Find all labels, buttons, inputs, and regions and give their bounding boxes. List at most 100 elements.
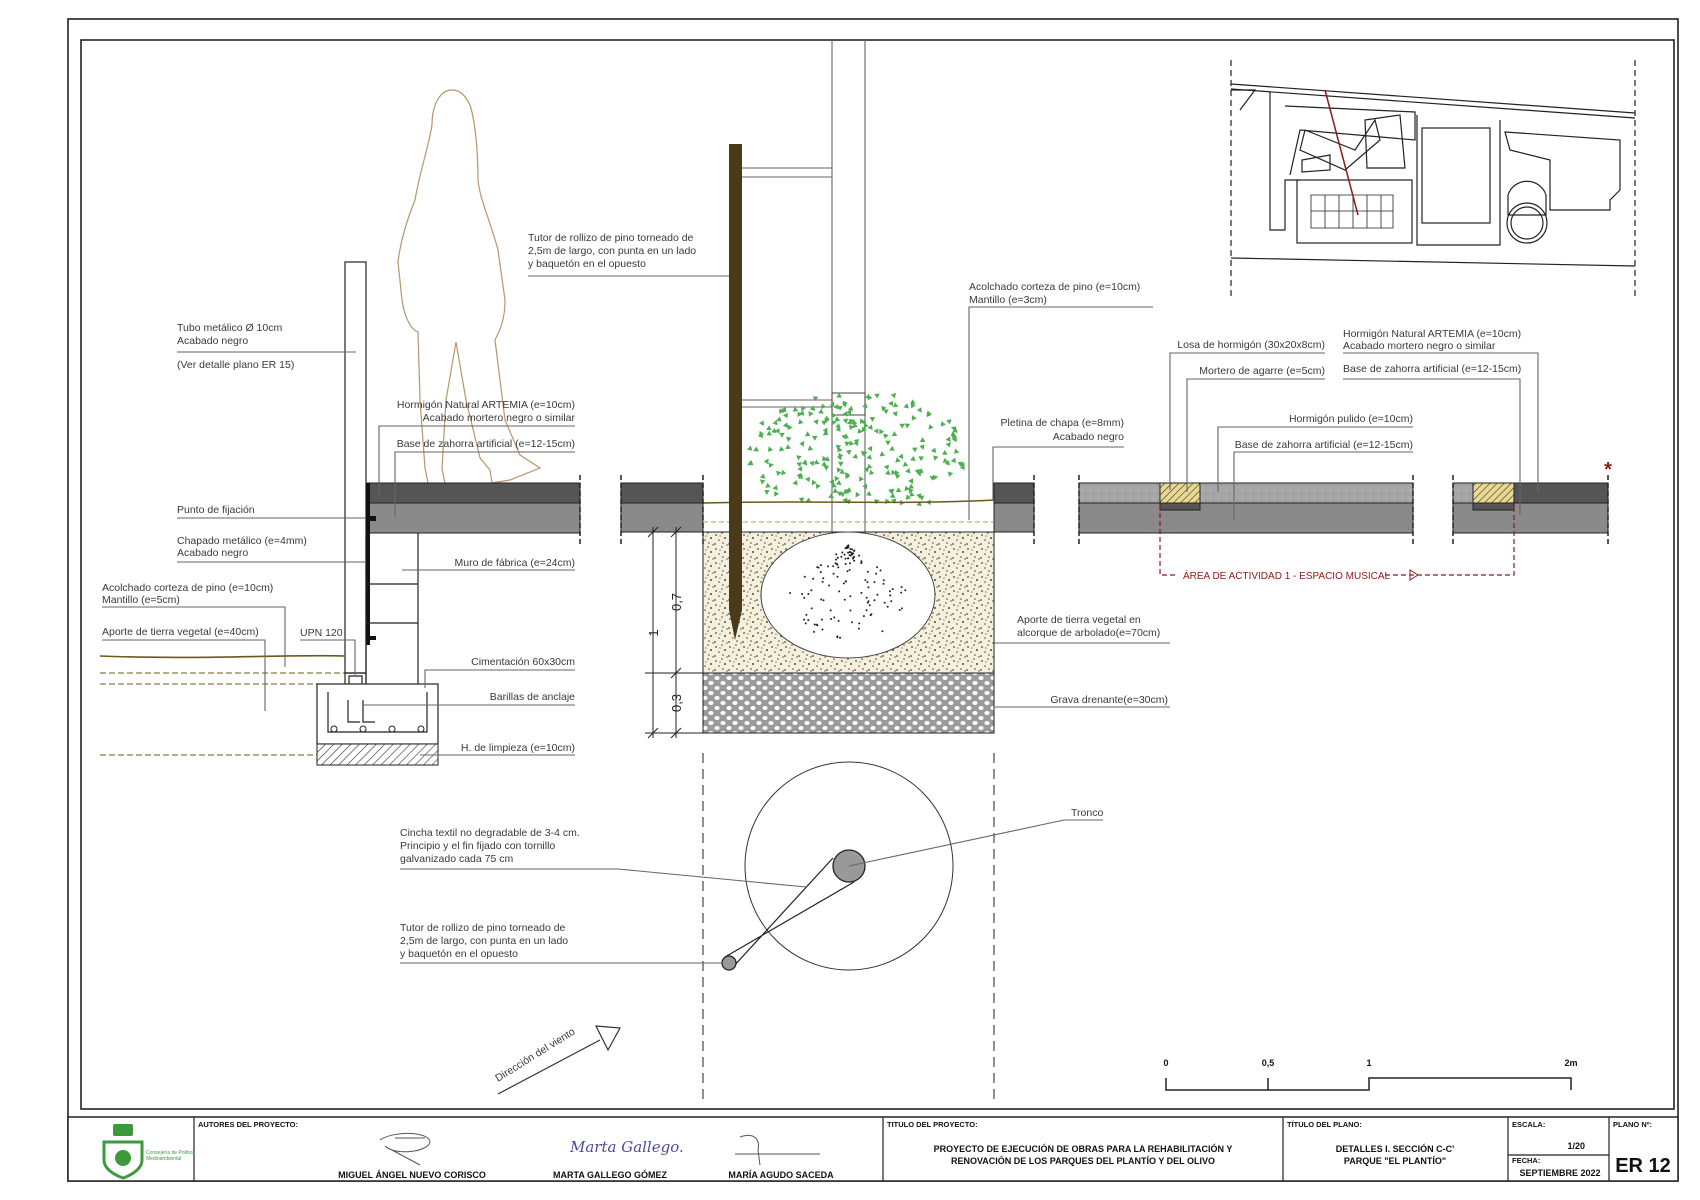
label-mortar: Mortero de agarre (e=5cm) — [1199, 365, 1325, 377]
foliage-leaf — [890, 393, 897, 399]
root-dot — [857, 627, 860, 630]
brick-wall — [365, 533, 419, 684]
root-dot — [832, 565, 835, 568]
label-concrete-finish: Acabado mortero negro o similar — [423, 412, 576, 424]
slab-left-base — [620, 502, 704, 533]
author-2: MARTA GALLEGO GÓMEZ — [553, 1169, 667, 1180]
label-base-right: Base de zahorra artificial (e=12-15cm) — [1343, 363, 1521, 375]
foliage-leaf — [951, 426, 957, 432]
label-strap-2: Principio y el fin fijado con tornillo — [400, 840, 555, 852]
foliage-leaf — [843, 433, 849, 439]
root-dot — [866, 581, 869, 584]
slab-right-top — [993, 482, 1035, 504]
root-dot — [876, 566, 878, 569]
scale-tick-05: 0,5 — [1262, 1058, 1275, 1068]
foliage-leaf — [808, 411, 814, 417]
label-mulch-2: Mantillo (e=5cm) — [102, 594, 180, 606]
foliage-leaf — [858, 476, 864, 482]
foliage-leaf — [846, 409, 852, 415]
label-plating-finish: Acabado negro — [177, 547, 248, 559]
foliage-leaf — [918, 456, 924, 462]
signature-2: Marta Gallego. — [569, 1138, 684, 1156]
root-dot — [803, 596, 806, 599]
root-dot — [844, 557, 847, 560]
root-dot — [862, 615, 865, 618]
foliage-leaf — [837, 406, 843, 411]
foliage-leaf — [865, 393, 871, 399]
slab-left-top — [620, 482, 704, 504]
asterisk-marker: * — [1604, 459, 1612, 481]
foliage-leaf — [910, 399, 916, 405]
label-plan-stake-2: 2,5m de largo, con punta en un lado — [400, 935, 568, 947]
root-dot — [900, 586, 903, 589]
foliage-leaf — [809, 405, 816, 411]
foliage-leaf — [866, 490, 872, 496]
foliage-leaf — [916, 407, 922, 413]
root-dot — [876, 593, 879, 596]
mortar-left — [1159, 502, 1201, 511]
foliage-leaf — [822, 430, 829, 436]
root-dot — [891, 588, 894, 591]
label-tube: Tubo metálico Ø 10cm — [177, 322, 282, 334]
foliage-leaf — [881, 405, 887, 412]
foliage-leaf — [846, 419, 853, 425]
label-plan-stake: Tutor de rollizo de pino torneado de — [400, 922, 566, 934]
foliage-leaf — [845, 472, 851, 478]
foliage-leaf — [851, 419, 858, 425]
label-plate-finish: Acabado negro — [1053, 431, 1124, 443]
human-figure — [397, 89, 542, 485]
foliage-leaf — [781, 469, 787, 476]
foliage-leaf — [863, 467, 870, 473]
foliage-leaf — [831, 412, 837, 419]
foliage-leaf — [797, 466, 803, 472]
plan-number: ER 12 — [1615, 1155, 1671, 1177]
label-base: Base de zahorra artificial (e=12-15cm) — [397, 438, 575, 450]
foliage-leaf — [839, 492, 845, 498]
foliage-leaf — [848, 440, 854, 446]
polished-concrete — [1078, 482, 1414, 504]
foliage-leaf — [857, 428, 863, 434]
foliage-leaf — [801, 405, 806, 412]
inner-frame — [80, 39, 1675, 1110]
artemia-concrete — [1513, 482, 1609, 504]
foliage-leaf — [822, 427, 828, 433]
root-dot — [851, 621, 853, 624]
root-dot — [886, 605, 889, 608]
root-dot — [804, 622, 807, 625]
plan-view: Tronco Cincha textil no degradable de 3-… — [400, 753, 1103, 1105]
foliage-leaf — [772, 485, 778, 491]
foliage-leaf — [910, 402, 916, 409]
plan-title-2: PARQUE "EL PLANTÍO" — [1344, 1156, 1446, 1166]
foliage-leaf — [799, 441, 805, 447]
activity-arrow-icon — [1409, 569, 1419, 581]
foliage-leaf — [891, 498, 897, 504]
foliage-leaf — [836, 491, 843, 497]
foliage-leaf — [831, 419, 837, 426]
root-ball — [760, 531, 936, 659]
foliage-leaf — [838, 461, 844, 467]
foliage-leaf — [834, 416, 841, 422]
root-dot — [813, 630, 815, 633]
label-pit-soil: Aporte de tierra vegetal en — [1017, 614, 1141, 626]
scale-tick-2m: 2m — [1564, 1058, 1577, 1068]
root-dot — [842, 582, 845, 585]
concrete-layer — [365, 482, 581, 504]
root-dot — [866, 570, 869, 573]
root-dot — [847, 546, 850, 549]
soil-layer-lines — [100, 672, 345, 756]
root-ball-dots — [789, 544, 907, 639]
foliage-leaf — [797, 411, 803, 417]
foliage-leaf — [836, 467, 842, 473]
foliage-leaf — [812, 396, 819, 402]
slab-right-base — [993, 502, 1035, 533]
foliage-leaf — [771, 427, 777, 433]
foliage-leaf — [942, 457, 949, 463]
root-dot — [832, 572, 835, 575]
foliage-leaf — [774, 428, 780, 434]
foliage-leaf — [954, 448, 960, 454]
foliage-leaf — [933, 455, 939, 461]
shrub-foliage — [746, 392, 965, 507]
metal-tube — [344, 261, 367, 674]
foliage-leaf — [926, 411, 932, 418]
signature-1 — [379, 1133, 431, 1166]
